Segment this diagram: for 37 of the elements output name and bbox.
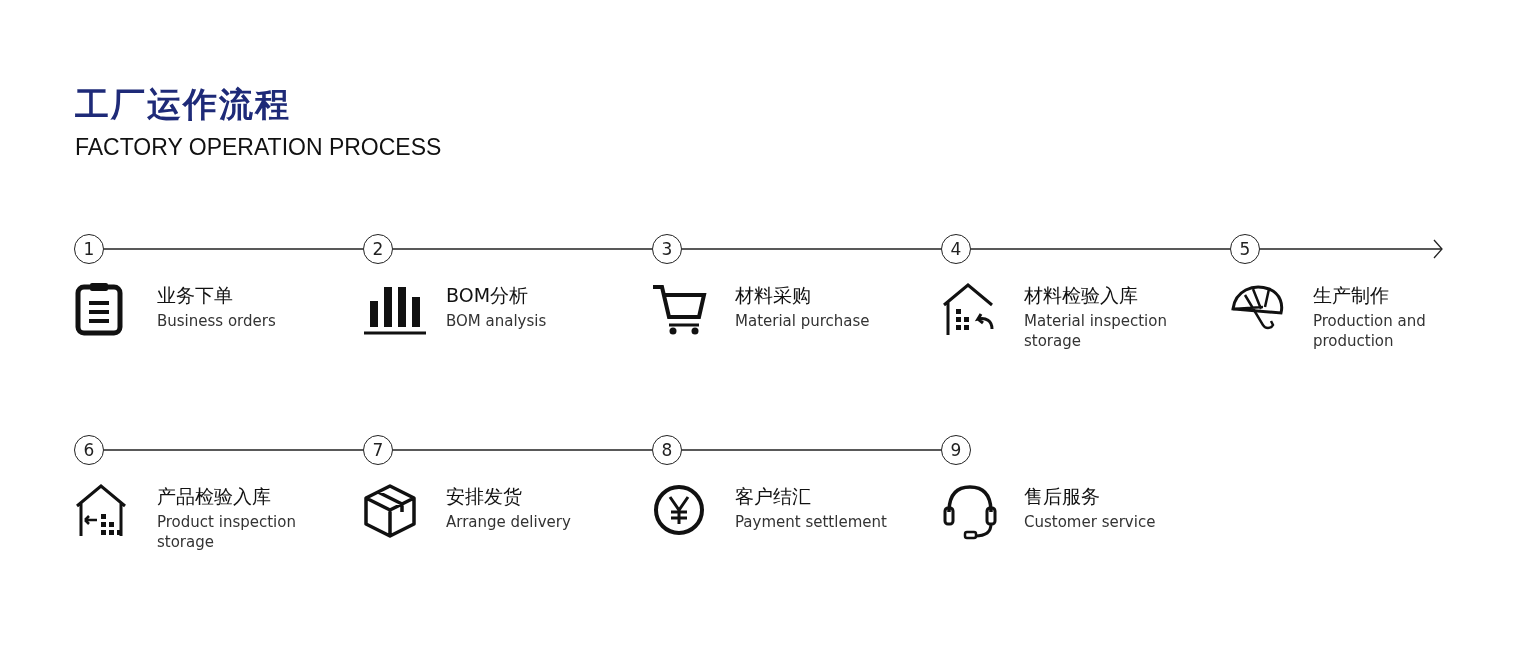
step-title: 售后服务 <box>1024 484 1100 509</box>
subtitle: FACTORY OPERATION PROCESS <box>75 134 442 161</box>
step-number: 5 <box>1230 234 1260 264</box>
connector-line <box>103 449 364 451</box>
step-description: Business orders <box>157 311 277 331</box>
title: 工厂运作流程 <box>75 83 291 126</box>
step-title: 客户结汇 <box>735 484 811 509</box>
step-title: 生产制作 <box>1313 283 1389 308</box>
step-title: 材料检验入库 <box>1024 283 1138 308</box>
step-number: 3 <box>652 234 682 264</box>
connector-line <box>392 248 653 250</box>
step-number: 7 <box>363 435 393 465</box>
step-description: Material purchase <box>735 311 871 331</box>
step-description: Production and production <box>1313 311 1427 351</box>
arrow <box>1259 239 1443 259</box>
step-number: 2 <box>363 234 393 264</box>
step-description: BOM analysis <box>446 311 548 331</box>
connector-line <box>681 449 942 451</box>
step-number: 1 <box>74 234 104 264</box>
step-description: Customer service <box>1024 512 1157 532</box>
step-number: 8 <box>652 435 682 465</box>
connector-line <box>392 449 653 451</box>
step-number: 6 <box>74 435 104 465</box>
step-title: 安排发货 <box>446 484 522 509</box>
connector-line <box>103 248 364 250</box>
step-title: 材料采购 <box>735 283 811 308</box>
step-number: 4 <box>941 234 971 264</box>
connector-line <box>970 248 1231 250</box>
step-description: Material inspection storage <box>1024 311 1168 351</box>
step-title: BOM分析 <box>446 283 529 308</box>
connector-line <box>681 248 942 250</box>
step-description: Payment settlement <box>735 512 888 532</box>
step-title: 产品检验入库 <box>157 484 271 509</box>
step-description: Arrange delivery <box>446 512 572 532</box>
step-number: 9 <box>941 435 971 465</box>
step-description: Product inspection storage <box>157 512 297 552</box>
step-title: 业务下单 <box>157 283 233 308</box>
